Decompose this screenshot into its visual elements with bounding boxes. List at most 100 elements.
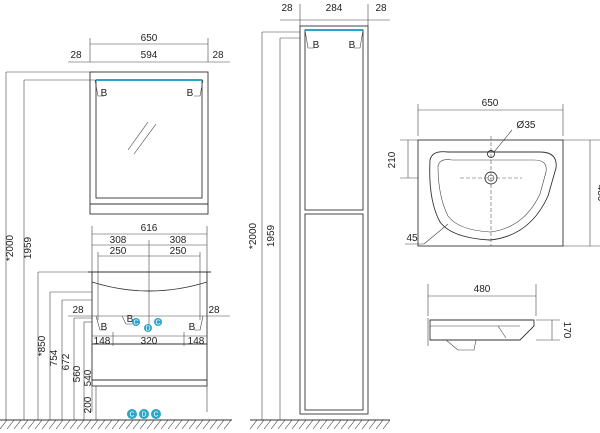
floor-hatch-line [223, 419, 232, 430]
mirror-side-left: 28 [70, 50, 82, 61]
floor-hatch-line [118, 419, 127, 430]
floor-hatch-line [104, 419, 113, 430]
floor-hatch-line [83, 419, 92, 430]
floor-hatch-line [174, 419, 183, 430]
height-850: *850 [37, 335, 48, 356]
floor-hatch-line [125, 419, 134, 430]
mirror-overall-width: 650 [141, 33, 158, 44]
floor-hatch-line [202, 419, 211, 430]
floor-hatch-line [270, 419, 279, 430]
floor-hatch-line [139, 419, 148, 430]
floor-hatch-line [375, 419, 384, 430]
column-height-1959: 1959 [266, 224, 277, 247]
height-560: 560 [72, 365, 83, 382]
mirror-inner-width: 594 [141, 50, 158, 61]
floor-hatch-line [216, 419, 225, 430]
floor-hatch-middle [249, 419, 391, 430]
cabinet-side-left: 28 [72, 305, 84, 316]
cabinet-point-d: D [145, 326, 150, 333]
floor-hatch-line [291, 419, 300, 430]
cabinet-slot-center: 320 [141, 336, 158, 347]
floor-hatch-left [0, 419, 232, 430]
mirror: 650 28 594 28 B B [68, 33, 230, 215]
floor-hatch-line [382, 419, 391, 430]
height-2000: *2000 [5, 234, 16, 261]
basin-tap-hole: Ø35 [517, 120, 536, 131]
mirror-side-right: 28 [212, 50, 224, 61]
floor-point-c1: C [129, 412, 134, 419]
floor-hatch-line [319, 419, 328, 430]
cabinet-point-c2: C [155, 320, 160, 327]
column-mount-left: B [313, 40, 320, 51]
floor-hatch-line [34, 419, 43, 430]
cabinet-slot-right: 148 [188, 336, 205, 347]
height-1959: 1959 [23, 236, 34, 259]
vanity-cabinet: 616 308 308 250 250 28 28 B B B [68, 223, 230, 419]
floor-hatch-line [277, 419, 286, 430]
column-elevation: *2000 1959 28 284 28 B B [248, 3, 391, 430]
column-height-2000: *2000 [248, 222, 259, 249]
column-side-left: 28 [281, 3, 293, 14]
floor-hatch-line [249, 419, 258, 430]
front-elevation: *2000 1959 *850 754 672 560 540 200 650 … [0, 33, 232, 430]
basin-plan-view: 650 480 210 Ø35 45 [387, 98, 600, 247]
cabinet-half-left: 308 [110, 235, 127, 246]
floor-hatch-line [209, 419, 218, 430]
basin-side-height: 170 [561, 322, 572, 339]
floor-hatch-line [146, 419, 155, 430]
floor-hatch-line [69, 419, 78, 430]
floor-hatch-line [0, 419, 8, 430]
floor-hatch-line [132, 419, 141, 430]
cabinet-slot-left: 148 [94, 336, 111, 347]
cabinet-mount-mid: B [127, 314, 134, 325]
floor-hatch-line [326, 419, 335, 430]
floor-hatch-line [153, 419, 162, 430]
floor-hatch-line [97, 419, 106, 430]
floor-point-d: D [141, 412, 146, 419]
floor-hatch-line [27, 419, 36, 430]
basin-side-view: 480 170 [427, 284, 572, 351]
floor-hatch-line [312, 419, 321, 430]
floor-hatch-line [305, 419, 314, 430]
column-mount-right: B [349, 40, 356, 51]
height-200: 200 [83, 396, 94, 413]
floor-hatch-line [111, 419, 120, 430]
floor-hatch-line [188, 419, 197, 430]
basin-tap-offset: 210 [387, 151, 398, 168]
basin-side-depth: 480 [474, 284, 491, 295]
floor-hatch-line [284, 419, 293, 430]
column-side-right: 28 [375, 3, 387, 14]
floor-hatch-line [263, 419, 272, 430]
basin-depth: 480 [595, 185, 600, 202]
cabinet-mount-right: B [189, 322, 196, 333]
floor-hatch-line [368, 419, 377, 430]
floor-hatch-line [41, 419, 50, 430]
floor-hatch-line [76, 419, 85, 430]
floor-hatch-line [354, 419, 363, 430]
floor-hatch-line [340, 419, 349, 430]
height-754: 754 [49, 349, 60, 366]
floor-hatch-line [160, 419, 169, 430]
mirror-mount-right: B [187, 88, 194, 99]
height-540: 540 [83, 369, 94, 386]
cabinet-half-right: 308 [170, 235, 187, 246]
floor-hatch-line [195, 419, 204, 430]
basin-width: 650 [482, 98, 499, 109]
height-672: 672 [61, 353, 72, 370]
floor-hatch-line [298, 419, 307, 430]
floor-hatch-line [347, 419, 356, 430]
floor-hatch-line [48, 419, 57, 430]
cabinet-mount-left: B [101, 322, 108, 333]
cabinet-side-right: 28 [208, 305, 220, 316]
floor-hatch-line [333, 419, 342, 430]
floor-hatch-line [6, 419, 15, 430]
basin-corner: 45 [406, 233, 418, 244]
cabinet-inner-left: 250 [110, 246, 127, 257]
floor-hatch-line [20, 419, 29, 430]
cabinet-inner-right: 250 [170, 246, 187, 257]
cabinet-overall-width: 616 [141, 223, 158, 234]
floor-hatch-line [181, 419, 190, 430]
floor-hatch-line [167, 419, 176, 430]
floor-hatch-line [256, 419, 265, 430]
